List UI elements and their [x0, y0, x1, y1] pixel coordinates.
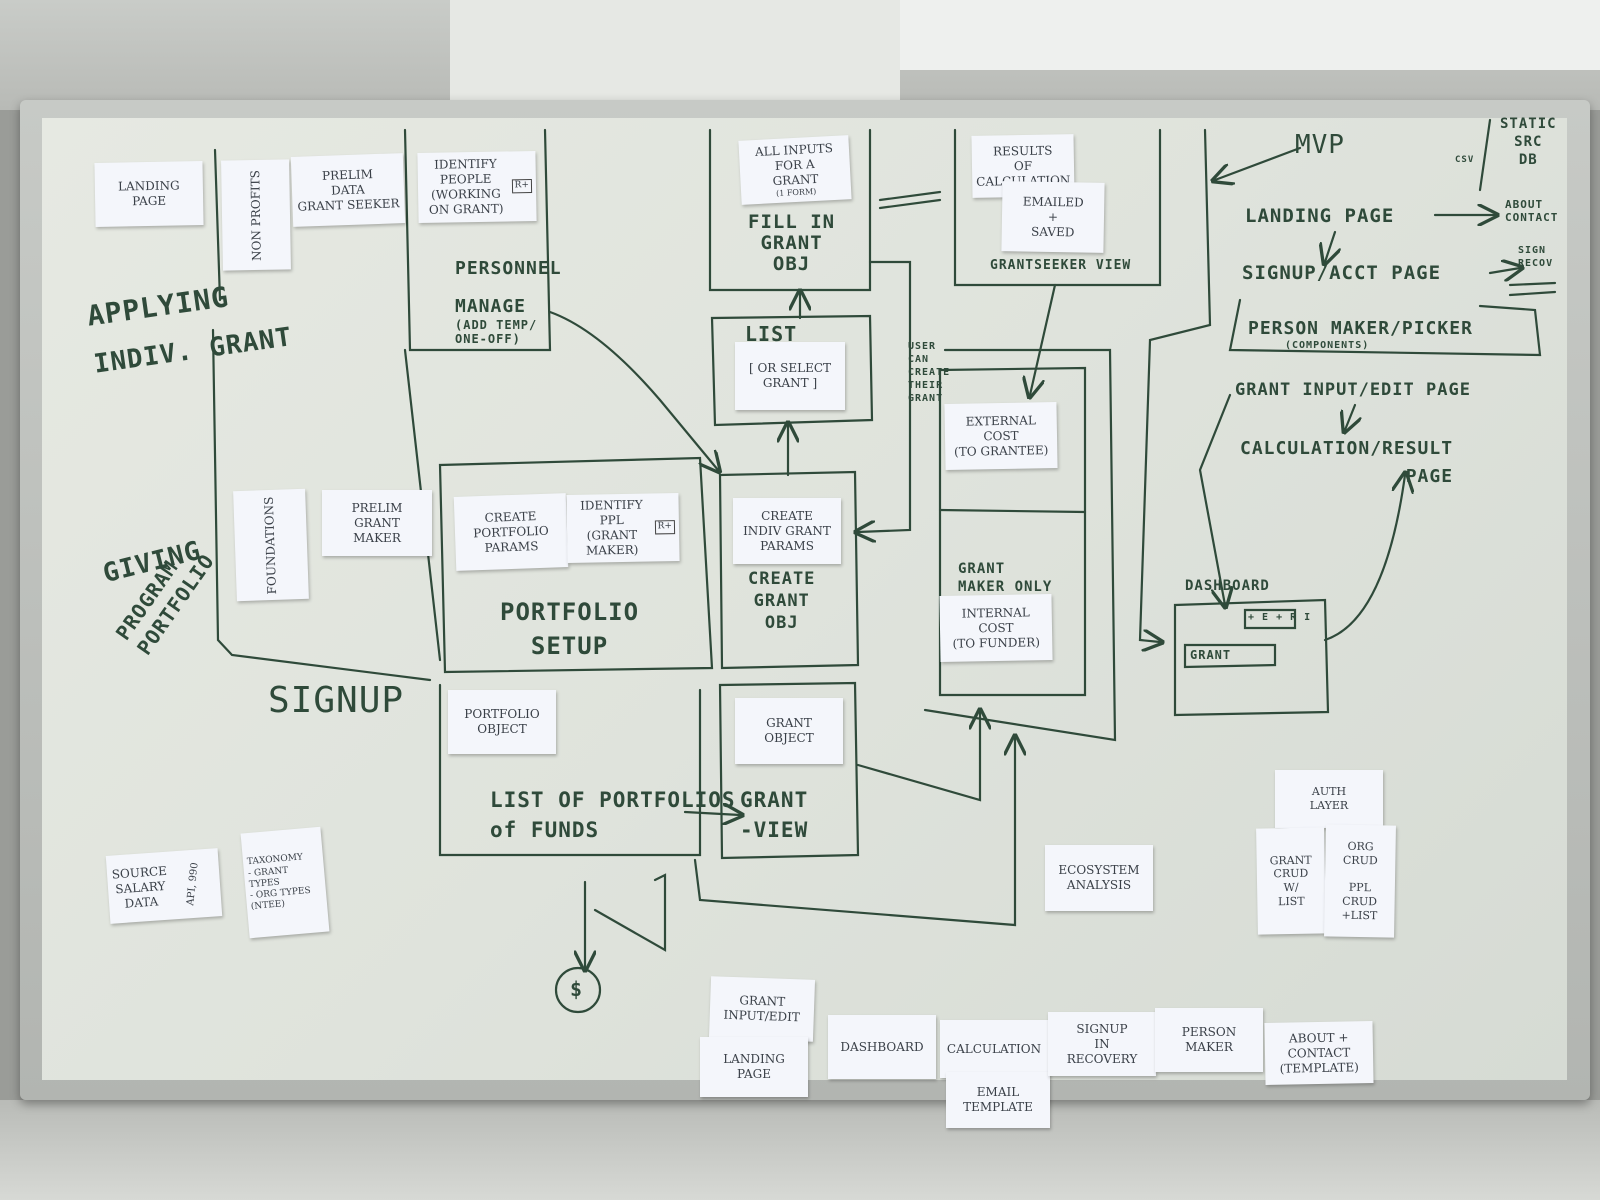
note-taxonomy: TAXONOMY - GRANT TYPES - ORG TYPES (NTEE… — [240, 826, 330, 939]
note-source-salary: SOURCE SALARY DATA API, 990 — [105, 848, 223, 924]
dashboard-wireframe-label: DASHBOARD — [1185, 578, 1270, 594]
note-identify-ppl-text: IDENTIFY PPL (GRANT MAKER) — [579, 497, 643, 558]
note-api-990: API, 990 — [185, 861, 201, 906]
note-non-profits-text: NON PROFITS — [247, 169, 264, 261]
note-landing-page: LANDING PAGE — [94, 161, 204, 227]
grantmaker-only-heading: GRANT MAKER ONLY — [958, 561, 1053, 595]
note-grant-input-edit: GRANT INPUT/EDIT — [708, 976, 816, 1042]
mvp-calculation-result: CALCULATION/RESULT PAGE — [1240, 438, 1454, 487]
note-person-maker: PERSON MAKER — [1155, 1008, 1263, 1072]
note-org-ppl-crud: ORG CRUD PPL CRUD +LIST — [1324, 824, 1396, 938]
note-email-template: EMAIL TEMPLATE — [946, 1072, 1050, 1128]
dollar-sign: $ — [570, 977, 584, 1001]
badges-wireframe-label: + E + R I — [1248, 612, 1312, 623]
mvp-signup-acct: SIGNUP/ACCT PAGE — [1242, 262, 1442, 284]
note-all-inputs-sub: (1 FORM) — [775, 186, 817, 198]
note-grant-crud: GRANT CRUD W/ LIST — [1256, 827, 1326, 935]
signup-heading: SIGNUP — [268, 680, 405, 721]
add-temp-text: (ADD TEMP/ ONE-OFF) — [455, 318, 538, 346]
floor — [0, 1100, 1600, 1200]
note-foundations-text: FOUNDATIONS — [261, 495, 280, 595]
note-dashboard: DASHBOARD — [828, 1015, 936, 1079]
note-emailed-saved: EMAILED + SAVED — [1001, 181, 1105, 253]
note-create-indiv-grant-params: CREATE INDIV GRANT PARAMS — [733, 498, 841, 564]
grantseeker-view-heading: GRANTSEEKER VIEW — [990, 258, 1132, 273]
note-ecosystem-analysis: ECOSYSTEM ANALYSIS — [1045, 845, 1153, 911]
csv-label: CSV — [1455, 155, 1475, 165]
note-source-salary-text: SOURCE SALARY DATA — [111, 863, 168, 911]
portfolio-setup-heading: PORTFOLIO SETUP — [500, 598, 640, 660]
note-foundations: FOUNDATIONS — [233, 488, 309, 602]
note-select-grant: [ OR SELECT GRANT ] — [735, 342, 845, 410]
grant-wireframe-label: GRANT — [1190, 648, 1232, 662]
note-identify-ppl-badge: R+ — [654, 520, 676, 535]
note-about-contact: ABOUT + CONTACT (TEMPLATE) — [1264, 1021, 1374, 1085]
grant-view-heading: GRANT -VIEW — [740, 788, 809, 842]
note-create-portfolio-params: CREATE PORTFOLIO PARAMS — [453, 493, 569, 571]
mvp-about-contact: ABOUT CONTACT — [1505, 198, 1559, 224]
note-signup-recovery: SIGNUP IN RECOVERY — [1048, 1012, 1156, 1076]
fill-in-grant-heading: FILL IN GRANT OBJ — [748, 211, 836, 275]
note-landing-page-bottom: LANDING PAGE — [700, 1037, 808, 1097]
wall-panel — [450, 0, 900, 100]
mvp-grant-input: GRANT INPUT/EDIT PAGE — [1235, 380, 1471, 400]
mvp-person-maker: PERSON MAKER/PICKER — [1248, 318, 1473, 339]
note-non-profits: NON PROFITS — [221, 159, 291, 271]
list-of-portfolios-heading: LIST OF PORTFOLIOS of FUNDS — [490, 788, 736, 842]
window — [900, 0, 1600, 70]
create-grant-obj-heading: CREATE GRANT OBJ — [748, 569, 816, 633]
note-all-inputs: ALL INPUTS FOR A GRANT (1 FORM) — [738, 135, 852, 205]
note-portfolio-object: PORTFOLIO OBJECT — [448, 690, 556, 754]
note-prelim-grant-maker: PRELIM GRANT MAKER — [322, 490, 432, 556]
note-internal-cost: INTERNAL COST (TO FUNDER) — [939, 594, 1053, 662]
note-external-cost: EXTERNAL COST (TO GRANTEE) — [944, 402, 1058, 470]
mvp-title: MVP — [1295, 130, 1345, 160]
note-identify-ppl: IDENTIFY PPL (GRANT MAKER) R+ — [566, 493, 680, 563]
note-all-inputs-text: ALL INPUTS FOR A GRANT — [754, 140, 834, 188]
note-auth-layer: AUTH LAYER — [1275, 770, 1383, 828]
note-grant-object: GRANT OBJECT — [735, 698, 843, 764]
personnel-manage-heading: PERSONNEL MANAGE — [455, 258, 562, 317]
user-can-create-text: USER CAN CREATE THEIR GRANT — [908, 341, 951, 404]
note-calculation: CALCULATION — [940, 1020, 1048, 1078]
note-identify-people-text: IDENTIFY PEOPLE (WORKING ON GRANT) — [428, 156, 504, 217]
note-identify-people-badge: R+ — [511, 179, 533, 194]
mvp-components: (COMPONENTS) — [1285, 340, 1370, 351]
mvp-sign-recov: SIGN RECOV — [1518, 245, 1554, 269]
note-prelim-data: PRELIM DATA GRANT SEEKER — [290, 153, 406, 227]
mvp-landing-page: LANDING PAGE — [1245, 205, 1395, 227]
note-identify-people: IDENTIFY PEOPLE (WORKING ON GRANT) R+ — [417, 150, 537, 224]
static-src-db-label: STATIC SRC DB — [1500, 116, 1557, 168]
